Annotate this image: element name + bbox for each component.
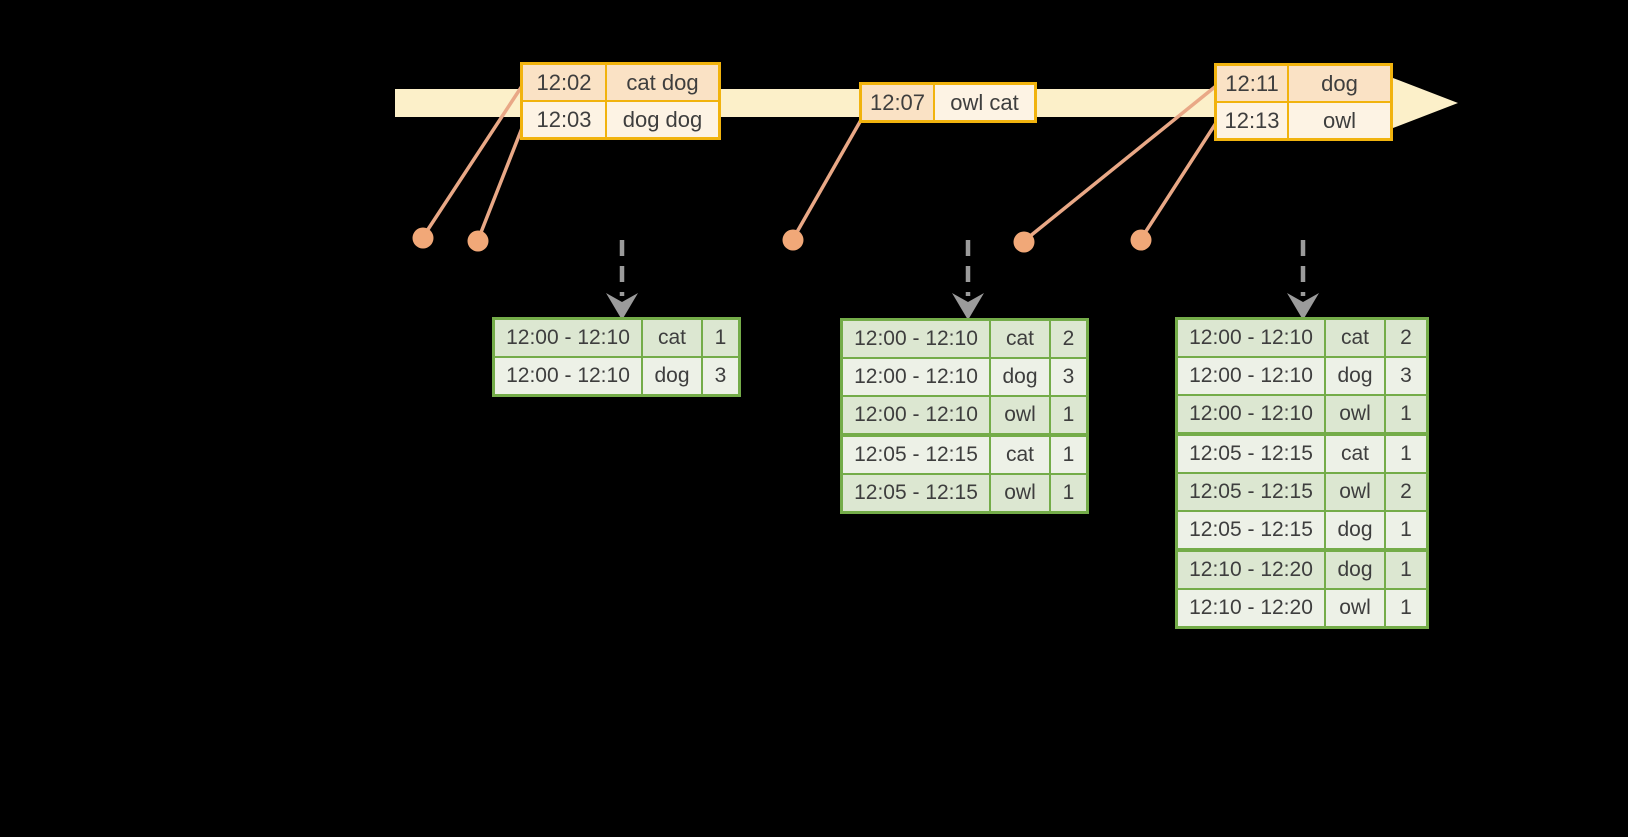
event-row: 12:02 cat dog <box>523 65 718 100</box>
event-time-cell: 12:13 <box>1217 103 1289 138</box>
result-row: 12:05 - 12:15 cat 1 <box>843 433 1086 473</box>
word-cell: cat <box>1324 436 1386 472</box>
word-cell: owl <box>1324 396 1386 432</box>
event-box: 12:07 owl cat <box>859 82 1037 123</box>
event-time-cell: 12:11 <box>1217 66 1289 101</box>
word-cell: dog <box>1324 358 1386 394</box>
arrival-dot <box>1130 229 1152 251</box>
result-table: 12:00 - 12:10 cat 2 12:00 - 12:10 dog 3 … <box>840 318 1089 514</box>
count-cell: 1 <box>1400 596 1412 619</box>
timeline-arrowhead-icon <box>1393 78 1458 128</box>
event-time-cell: 12:03 <box>523 102 607 137</box>
word-cell: cat <box>989 437 1051 473</box>
event-row: 12:13 owl <box>1217 101 1390 138</box>
window-cell: 12:00 - 12:10 <box>854 327 978 350</box>
window-cell: 12:10 - 12:20 <box>1189 558 1313 581</box>
arrival-line <box>1139 122 1218 240</box>
window-cell: 12:05 - 12:15 <box>1189 442 1313 465</box>
result-row: 12:00 - 12:10 cat 1 <box>495 320 738 356</box>
word-cell: cat <box>641 320 703 356</box>
event-box: 12:11 dog 12:13 owl <box>1214 63 1393 141</box>
window-cell: 12:05 - 12:15 <box>854 443 978 466</box>
count-cell: 2 <box>1400 480 1412 503</box>
window-cell: 12:00 - 12:10 <box>506 326 630 349</box>
count-cell: 1 <box>1400 402 1412 425</box>
result-row: 12:00 - 12:10 dog 3 <box>495 356 738 394</box>
event-box: 12:02 cat dog 12:03 dog dog <box>520 62 721 140</box>
event-words-cell: dog dog <box>622 106 703 132</box>
window-cell: 12:00 - 12:10 <box>1189 326 1313 349</box>
down-arrowhead-icon <box>1287 293 1319 320</box>
count-cell: 3 <box>1400 364 1412 387</box>
event-words-cell: dog <box>1321 70 1358 96</box>
event-time-cell: 12:02 <box>523 65 607 100</box>
word-cell: dog <box>641 358 703 394</box>
arrival-line <box>476 122 526 241</box>
result-row: 12:10 - 12:20 owl 1 <box>1178 588 1426 626</box>
arrival-dot <box>1013 231 1035 253</box>
event-words-cell: owl <box>1322 107 1356 133</box>
event-time-cell: 12:07 <box>862 85 935 120</box>
event-row: 12:07 owl cat <box>862 85 1034 120</box>
count-cell: 2 <box>1062 327 1075 350</box>
arrival-connectors <box>412 84 1218 253</box>
count-cell: 1 <box>1400 442 1412 465</box>
count-cell: 3 <box>1062 365 1075 388</box>
window-cell: 12:05 - 12:15 <box>1189 480 1313 503</box>
result-row: 12:00 - 12:10 owl 1 <box>1178 394 1426 432</box>
count-cell: 1 <box>1400 518 1412 541</box>
result-row: 12:00 - 12:10 cat 2 <box>843 321 1086 357</box>
word-cell: dog <box>989 359 1051 395</box>
count-cell: 1 <box>1062 403 1075 426</box>
window-cell: 12:05 - 12:15 <box>1189 518 1313 541</box>
result-row: 12:00 - 12:10 dog 3 <box>843 357 1086 395</box>
result-row: 12:05 - 12:15 dog 1 <box>1178 510 1426 548</box>
window-cell: 12:00 - 12:10 <box>1189 364 1313 387</box>
result-table: 12:00 - 12:10 cat 1 12:00 - 12:10 dog 3 <box>492 317 741 397</box>
word-cell: dog <box>1324 552 1386 588</box>
count-cell: 3 <box>714 364 727 387</box>
arrival-line <box>1022 84 1218 243</box>
window-cell: 12:00 - 12:10 <box>854 365 978 388</box>
result-row: 12:10 - 12:20 dog 1 <box>1178 548 1426 588</box>
result-row: 12:00 - 12:10 dog 3 <box>1178 356 1426 394</box>
word-cell: cat <box>989 321 1051 357</box>
arrival-line <box>421 85 524 238</box>
result-row: 12:05 - 12:15 owl 1 <box>843 473 1086 511</box>
word-cell: owl <box>1324 590 1386 626</box>
window-cell: 12:10 - 12:20 <box>1189 596 1313 619</box>
word-cell: owl <box>989 397 1051 433</box>
count-cell: 1 <box>1062 481 1075 504</box>
event-words-cell: cat dog <box>626 69 699 95</box>
word-cell: owl <box>989 475 1051 511</box>
down-arrowhead-icon <box>606 293 638 320</box>
arrival-dot <box>782 229 804 251</box>
arrival-line <box>791 119 863 240</box>
window-cell: 12:00 - 12:10 <box>1189 402 1313 425</box>
trigger-arrows <box>606 240 1319 320</box>
result-row: 12:05 - 12:15 owl 2 <box>1178 472 1426 510</box>
event-row: 12:11 dog <box>1217 66 1390 101</box>
result-row: 12:00 - 12:10 cat 2 <box>1178 320 1426 356</box>
word-cell: owl <box>1324 474 1386 510</box>
arrival-dot <box>412 227 434 249</box>
event-row: 12:03 dog dog <box>523 100 718 137</box>
count-cell: 1 <box>1062 443 1075 466</box>
count-cell: 1 <box>1400 558 1412 581</box>
window-cell: 12:00 - 12:10 <box>506 364 630 387</box>
result-table: 12:00 - 12:10 cat 2 12:00 - 12:10 dog 3 … <box>1175 317 1429 629</box>
result-row: 12:00 - 12:10 owl 1 <box>843 395 1086 433</box>
result-row: 12:05 - 12:15 cat 1 <box>1178 432 1426 472</box>
window-cell: 12:00 - 12:10 <box>854 403 978 426</box>
count-cell: 2 <box>1400 326 1412 349</box>
event-words-cell: owl cat <box>950 89 1019 115</box>
word-cell: dog <box>1324 512 1386 548</box>
count-cell: 1 <box>714 326 727 349</box>
down-arrowhead-icon <box>952 293 984 320</box>
arrival-dot <box>467 230 489 252</box>
window-cell: 12:05 - 12:15 <box>854 481 978 504</box>
word-cell: cat <box>1324 320 1386 356</box>
